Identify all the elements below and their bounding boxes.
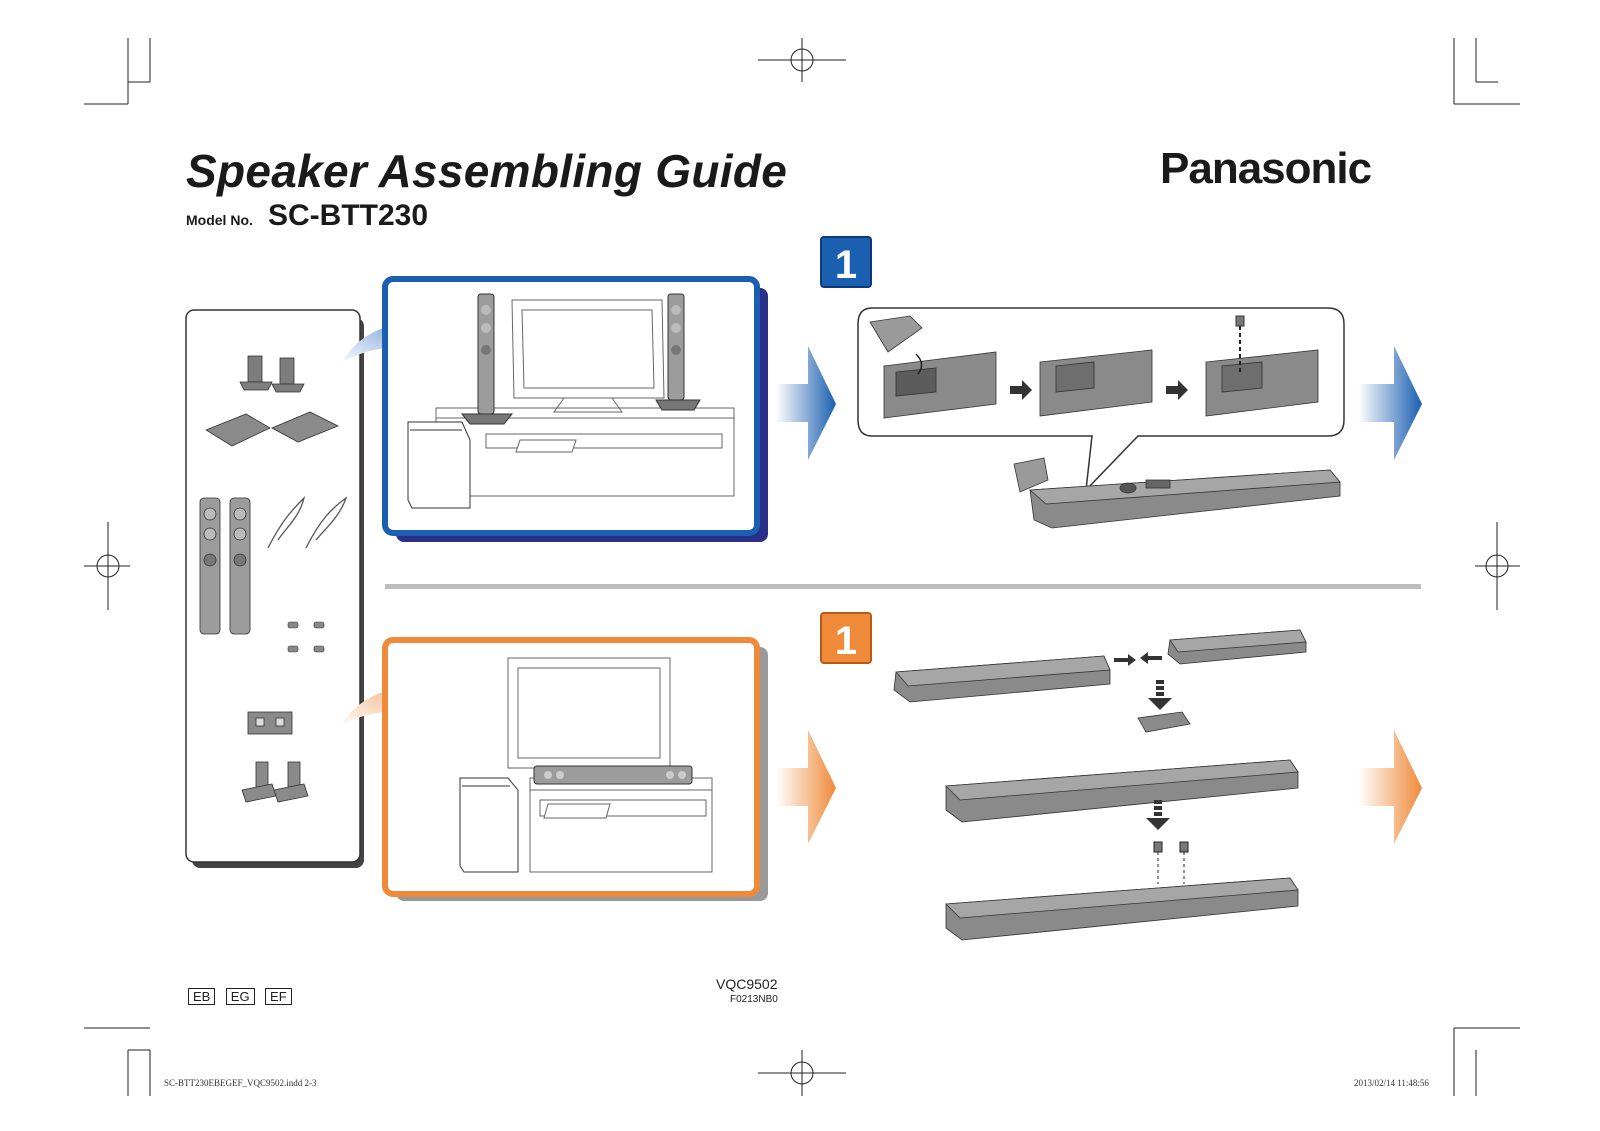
crop-marks: [84, 38, 1520, 1096]
file-name-slug: SC-BTT230EBEGEF_VQC9502.indd 2-3: [164, 1078, 317, 1088]
print-code: F0213NB0: [730, 994, 778, 1005]
screws: [287, 621, 325, 653]
accessories-panel: [185, 309, 364, 868]
speaker-base-brackets: [239, 355, 305, 393]
arrow-right-blue-2: [1358, 346, 1422, 460]
step-1-number-orange: 1: [835, 619, 857, 663]
brand-logo: Panasonic: [1160, 144, 1372, 193]
wall-bracket: [247, 711, 293, 735]
model-number-label: Model No.: [186, 212, 253, 228]
arrow-right-orange-1: [776, 730, 836, 844]
assembly-screws: [1153, 841, 1189, 884]
page-title: Speaker Assembling Guide: [186, 145, 788, 197]
region-code-eb: EB: [188, 988, 216, 1005]
speaker-base-plates: [205, 411, 339, 447]
speaker-cables: [267, 495, 348, 549]
step-1-badge-blue: 1: [820, 236, 872, 288]
print-date-slug: 2013/02/14 11:48:56: [1354, 1078, 1429, 1088]
sound-bar-assembly: [893, 629, 1307, 941]
sound-bar-scene: [382, 637, 768, 901]
tall-speaker-scene: [382, 276, 768, 542]
bar-stand-feet: [241, 761, 309, 803]
bar-speaker-top: [1013, 457, 1341, 529]
registration-marks: [84, 38, 1520, 1096]
region-codes: EB EG EF: [188, 988, 298, 1006]
arrow-right-blue-1: [776, 346, 836, 460]
tall-speakers: [199, 497, 251, 635]
model-number: SC-BTT230: [268, 199, 429, 232]
bracket-attach-callout: [857, 307, 1345, 493]
document-code: VQC9502: [716, 976, 778, 992]
section-divider: [385, 584, 1421, 589]
region-code-eg: EG: [225, 988, 255, 1005]
region-code-ef: EF: [265, 988, 292, 1005]
step-1-number-blue: 1: [835, 243, 857, 287]
step-1-badge-orange: 1: [820, 612, 872, 664]
arrow-right-orange-2: [1358, 730, 1422, 844]
assembly-down-arrows: [1114, 652, 1172, 830]
